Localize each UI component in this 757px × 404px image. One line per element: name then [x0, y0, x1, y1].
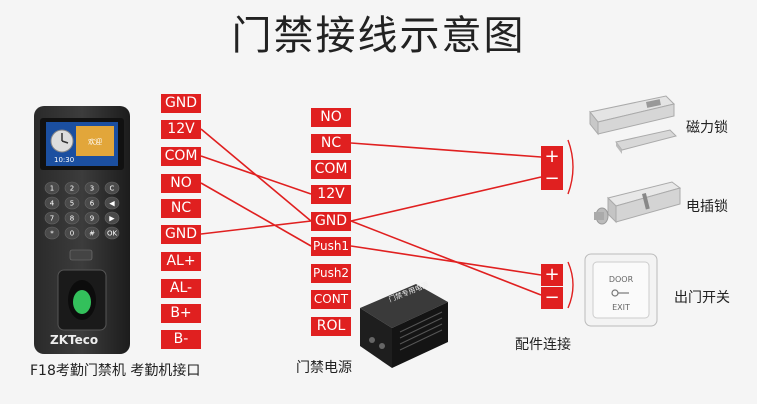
- exit-minus: −: [541, 287, 563, 309]
- svg-text:▶: ▶: [109, 215, 115, 223]
- exit-button-caption: 出门开关: [674, 290, 730, 306]
- device-caption: F18考勤门禁机 考勤机接口: [30, 363, 201, 379]
- mag-lock-caption: 磁力锁: [686, 120, 728, 136]
- term-left-12v: 12V: [161, 120, 201, 139]
- term-psu-push1: Push1: [311, 237, 351, 256]
- wire-push1-exitplus: [350, 245, 542, 276]
- bracket-locks: [567, 139, 574, 195]
- keypad-key: 3: [84, 181, 100, 195]
- term-psu-12v: 12V: [311, 185, 351, 204]
- keypad-key: 7: [44, 211, 60, 225]
- keypad-key: 0: [64, 226, 80, 240]
- keypad-key: OK: [104, 226, 120, 240]
- magnetic-lock-image: [589, 95, 677, 154]
- term-left-alplus: AL+: [161, 252, 201, 271]
- keypad: 1 2 3 C 4 5 6 ◀ 7 8 9 ▶ * 0 # OK: [44, 181, 120, 240]
- wire-gnd-exitminus: [350, 220, 542, 296]
- term-psu-nc: NC: [311, 134, 351, 153]
- term-psu-com: COM: [311, 160, 351, 179]
- term-left-gnd: GND: [161, 94, 201, 113]
- term-left-nc: NC: [161, 199, 201, 218]
- wire-gnd-gnd: [200, 220, 312, 235]
- term-left-com: COM: [161, 147, 201, 166]
- term-psu-cont: CONT: [311, 290, 351, 309]
- term-left-bplus: B+: [161, 304, 201, 323]
- term-psu-push2: Push2: [311, 264, 351, 283]
- keypad-key: *: [44, 226, 60, 240]
- page-title: 门禁接线示意图: [231, 13, 526, 59]
- svg-text:2: 2: [70, 185, 74, 193]
- wire-gnd-lockminus: [350, 176, 542, 222]
- bracket-exit: [567, 261, 574, 309]
- svg-text:8: 8: [70, 215, 74, 223]
- svg-text:C: C: [110, 185, 115, 193]
- bolt-lock-caption: 电插锁: [686, 199, 728, 215]
- keypad-key: 5: [64, 196, 80, 210]
- f18-terminal-device: 10:30 欢迎 1 2 3 C 4 5 6 ◀ 7 8 9 ▶ * 0 # OK ZKTeco: [34, 106, 130, 354]
- wire-no-push1: [200, 182, 312, 247]
- svg-text:6: 6: [90, 200, 95, 208]
- keypad-key: C: [104, 181, 120, 195]
- keypad-key: 2: [64, 181, 80, 195]
- term-psu-rol: ROL: [311, 317, 351, 336]
- svg-text:OK: OK: [107, 230, 118, 238]
- keypad-key: ◀: [104, 196, 120, 210]
- svg-text:0: 0: [70, 230, 74, 238]
- exit-plate-top: DOOR: [609, 275, 634, 284]
- exit-plus: +: [541, 264, 563, 286]
- keypad-key: 1: [44, 181, 60, 195]
- svg-text:5: 5: [70, 200, 74, 208]
- term-psu-no: NO: [311, 108, 351, 127]
- svg-text:◀: ◀: [109, 200, 115, 208]
- lock-plus: +: [541, 146, 563, 168]
- keypad-key: ▶: [104, 211, 120, 225]
- device-brand: ZKTeco: [50, 333, 98, 347]
- svg-text:#: #: [89, 230, 95, 238]
- keypad-key: #: [84, 226, 100, 240]
- wire-com-12v: [200, 155, 312, 195]
- power-caption: 门禁电源: [296, 360, 352, 376]
- term-left-gnd2: GND: [161, 225, 201, 244]
- svg-text:9: 9: [90, 215, 94, 223]
- exit-plate-bottom: EXIT: [612, 303, 630, 312]
- svg-text:4: 4: [50, 200, 55, 208]
- term-psu-gnd: GND: [311, 212, 351, 231]
- accessory-caption: 配件连接: [515, 337, 571, 353]
- term-left-bminus: B-: [161, 330, 201, 349]
- svg-text:3: 3: [90, 185, 94, 193]
- svg-text:1: 1: [50, 185, 54, 193]
- keypad-key: 4: [44, 196, 60, 210]
- bolt-lock-image: [594, 181, 682, 225]
- screen-time: 10:30: [54, 156, 74, 164]
- exit-button-image: DOOR EXIT: [584, 253, 658, 327]
- lock-minus: −: [541, 168, 563, 190]
- keypad-key: 8: [64, 211, 80, 225]
- svg-text:*: *: [50, 230, 54, 238]
- term-left-alminus: AL-: [161, 279, 201, 298]
- power-supply-box: 门禁专用电源: [360, 280, 448, 368]
- term-left-no: NO: [161, 174, 201, 193]
- screen-text: 欢迎: [88, 137, 102, 146]
- wire-nc-lockplus: [350, 142, 542, 158]
- svg-text:7: 7: [50, 215, 54, 223]
- keypad-key: 9: [84, 211, 100, 225]
- keypad-key: 6: [84, 196, 100, 210]
